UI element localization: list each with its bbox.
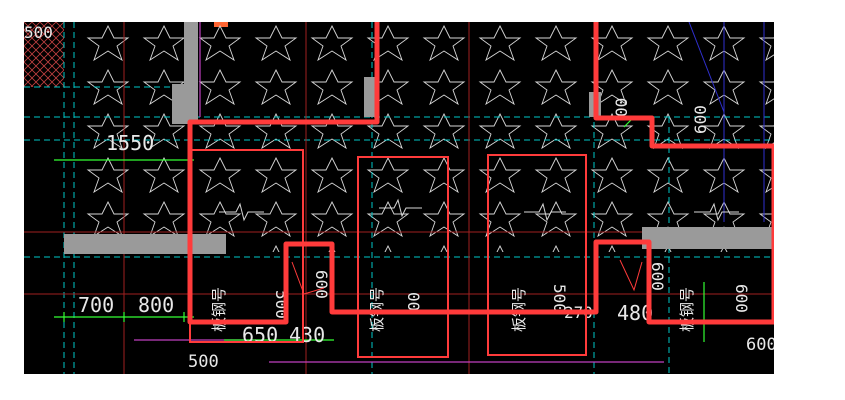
blue-lines — [688, 22, 765, 222]
markup-boxes[interactable] — [189, 149, 587, 358]
dimension-ticks — [54, 116, 705, 342]
dim-500-bottom: 500 — [188, 352, 219, 372]
dim-800: 800 — [138, 293, 174, 317]
dim-700: 700 — [78, 293, 114, 317]
markup-small-strokes — [291, 259, 643, 295]
crosshatch-block — [24, 22, 64, 87]
slab-label-2: 板钢号 — [368, 287, 386, 332]
dim-430: 430 — [289, 323, 325, 347]
dim-600-vertical-2: 600 — [648, 262, 667, 291]
dim-650: 650 — [242, 323, 278, 347]
dim-600-vertical-1: 600 — [312, 270, 331, 299]
dim-600-vertical-3: 600 — [732, 284, 751, 313]
markup-box-2[interactable] — [357, 156, 449, 358]
dim-00-top: 00 — [612, 98, 631, 117]
dim-600-right: 600 — [746, 335, 774, 355]
cad-drawing-viewport[interactable]: 500 1550 700 800 650 430 500 600 480 270… — [24, 22, 774, 374]
dim-00: 00 — [404, 292, 423, 311]
dim-600-top-right: 600 — [691, 105, 710, 134]
slab-label-3: 板钢号 — [510, 287, 528, 332]
slab-label-4: 板钢号 — [678, 287, 696, 332]
markup-box-1[interactable] — [189, 149, 304, 343]
walls — [64, 22, 774, 254]
cad-drawing: 500 1550 700 800 650 430 500 600 480 270… — [24, 22, 774, 374]
break-symbols — [219, 198, 739, 222]
slab-label-1: 板钢号 — [210, 287, 228, 332]
markup-box-3[interactable] — [487, 154, 587, 356]
dim-500-vertical-2: 500 — [550, 284, 569, 313]
dim-500-top-left: 500 — [24, 23, 53, 42]
dim-1550: 1550 — [106, 131, 154, 155]
